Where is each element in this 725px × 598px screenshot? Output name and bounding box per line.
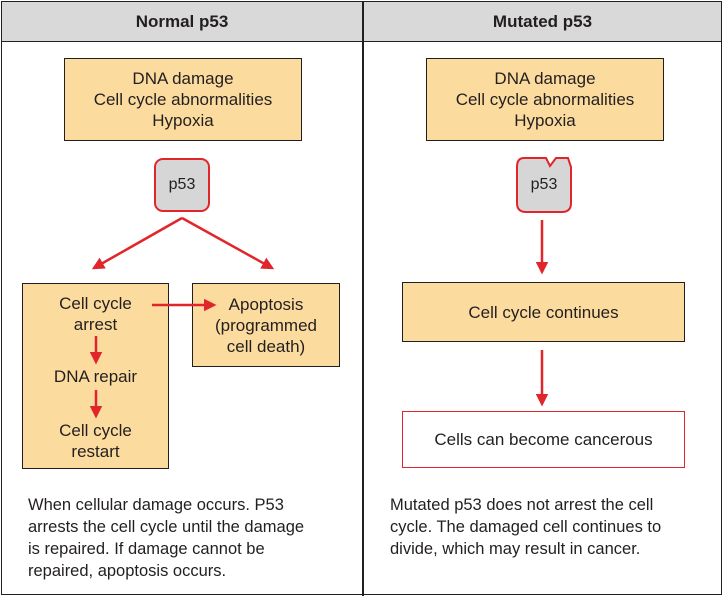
mutated-caption: Mutated p53 does not arrest the cell cyc…	[390, 496, 662, 558]
dna-repair-label: DNA repair	[53, 367, 138, 386]
header-band	[2, 2, 721, 42]
mutated-p53-box	[516, 157, 572, 213]
cell-cycle-continues-box: Cell cycle continues	[402, 282, 685, 342]
mutated-p53-label: p53	[530, 176, 558, 193]
arrow-p53-to-apoptosis	[181, 216, 275, 270]
normal-panel-title: Normal p53	[135, 12, 229, 31]
normal-p53-box: p53	[154, 158, 210, 212]
restart-label: Cell cycle restart	[59, 421, 132, 461]
arrest-label: Cell cycle arrest	[59, 294, 132, 334]
mutated-panel-title: Mutated p53	[492, 12, 593, 31]
cell-cycle-arrest-box	[22, 283, 169, 469]
panel-divider	[362, 2, 364, 596]
normal-triggers-box: DNA damage Cell cycle abnormalities Hypo…	[64, 58, 302, 141]
mutated-triggers-box: DNA damage Cell cycle abnormalities Hypo…	[426, 58, 664, 141]
cancerous-box: Cells can become cancerous	[402, 411, 685, 468]
arrow-p53-to-arrest	[91, 216, 183, 270]
apoptosis-box: Apoptosis (programmed cell death)	[192, 283, 340, 367]
normal-caption: When cellular damage occurs. P53 arrests…	[28, 496, 305, 580]
